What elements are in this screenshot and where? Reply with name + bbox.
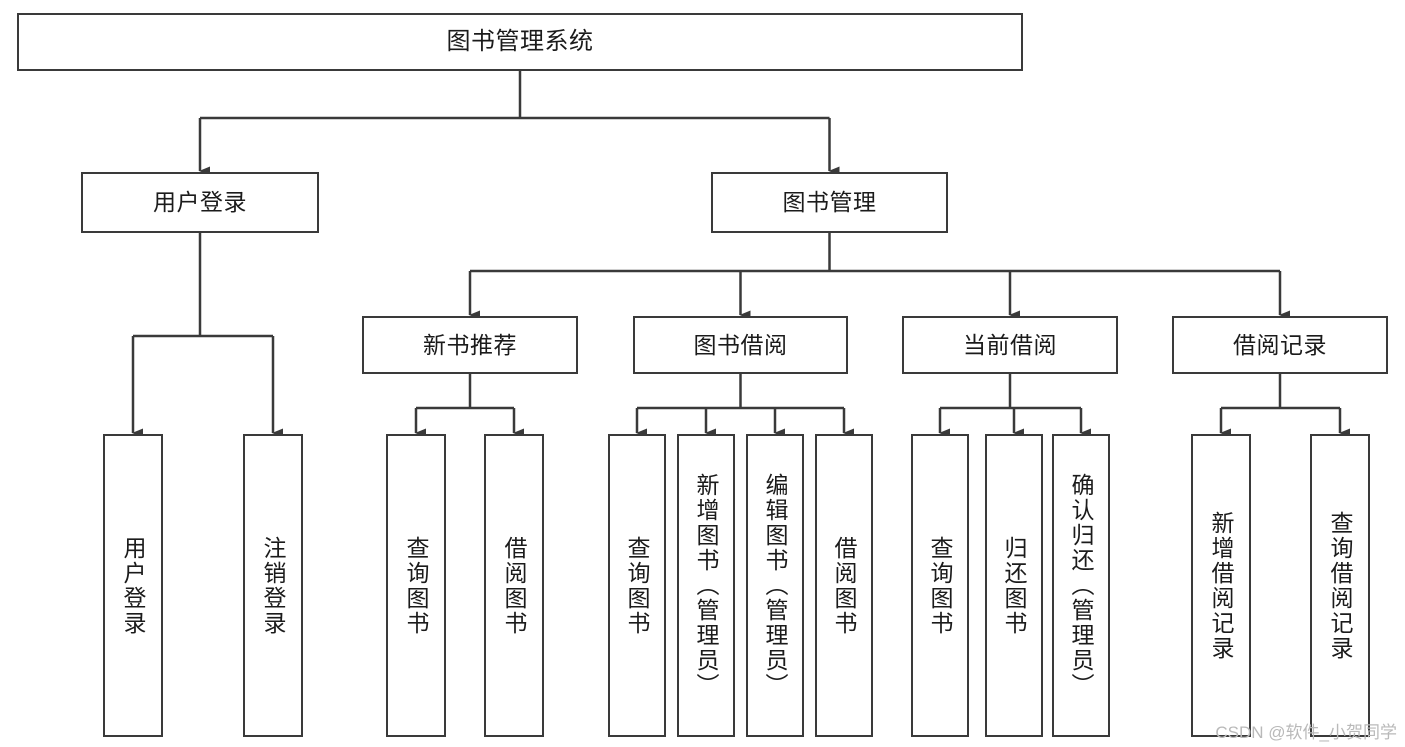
node-leaf-query-book-recommend[interactable]: 查询图书 bbox=[386, 434, 446, 737]
node-leaf-user-logout-label: 注销登录 bbox=[260, 535, 287, 636]
node-borrow-records[interactable]: 借阅记录 bbox=[1172, 316, 1388, 374]
node-leaf-borrow-book[interactable]: 借阅图书 bbox=[815, 434, 873, 737]
node-leaf-edit-book[interactable]: 编辑图书（管理员） bbox=[746, 434, 804, 737]
node-leaf-query-book-current[interactable]: 查询图书 bbox=[911, 434, 969, 737]
node-book-borrow[interactable]: 图书借阅 bbox=[633, 316, 848, 374]
node-new-book-recommend[interactable]: 新书推荐 bbox=[362, 316, 578, 374]
node-leaf-query-book-borrow-label: 查询图书 bbox=[624, 535, 651, 636]
node-book-management-label: 图书管理 bbox=[782, 189, 877, 216]
node-leaf-borrow-book-label: 借阅图书 bbox=[831, 535, 858, 636]
node-leaf-return-book-label: 归还图书 bbox=[1001, 535, 1028, 636]
node-leaf-user-logout[interactable]: 注销登录 bbox=[243, 434, 303, 737]
node-root-label: 图书管理系统 bbox=[446, 28, 594, 56]
node-leaf-user-login[interactable]: 用户登录 bbox=[103, 434, 163, 737]
node-leaf-borrow-book-recommend-label: 借阅图书 bbox=[501, 535, 528, 636]
node-leaf-add-book[interactable]: 新增图书（管理员） bbox=[677, 434, 735, 737]
node-current-borrow-label: 当前借阅 bbox=[963, 331, 1057, 358]
node-leaf-confirm-return[interactable]: 确认归还（管理员） bbox=[1052, 434, 1110, 737]
node-leaf-return-book[interactable]: 归还图书 bbox=[985, 434, 1043, 737]
node-leaf-query-book-borrow[interactable]: 查询图书 bbox=[608, 434, 666, 737]
node-user-login-label: 用户登录 bbox=[153, 189, 247, 216]
node-new-book-recommend-label: 新书推荐 bbox=[423, 331, 517, 358]
node-root[interactable]: 图书管理系统 bbox=[17, 13, 1023, 71]
node-borrow-records-label: 借阅记录 bbox=[1233, 331, 1327, 358]
node-book-borrow-label: 图书借阅 bbox=[693, 331, 788, 358]
node-leaf-query-borrow-record-label: 查询借阅记录 bbox=[1327, 510, 1354, 661]
node-leaf-add-borrow-record-label: 新增借阅记录 bbox=[1208, 510, 1235, 661]
node-leaf-add-borrow-record[interactable]: 新增借阅记录 bbox=[1191, 434, 1251, 737]
node-leaf-query-borrow-record[interactable]: 查询借阅记录 bbox=[1310, 434, 1370, 737]
node-user-login[interactable]: 用户登录 bbox=[81, 172, 319, 233]
node-leaf-confirm-return-label: 确认归还（管理员） bbox=[1068, 473, 1095, 698]
csdn-watermark: CSDN @软件_小贺同学 bbox=[1215, 723, 1397, 742]
node-book-management[interactable]: 图书管理 bbox=[711, 172, 948, 233]
node-leaf-user-login-label: 用户登录 bbox=[120, 535, 147, 636]
node-leaf-query-book-current-label: 查询图书 bbox=[927, 535, 954, 636]
node-leaf-edit-book-label: 编辑图书（管理员） bbox=[762, 473, 789, 698]
node-leaf-query-book-recommend-label: 查询图书 bbox=[403, 535, 430, 636]
node-current-borrow[interactable]: 当前借阅 bbox=[902, 316, 1118, 374]
node-leaf-borrow-book-recommend[interactable]: 借阅图书 bbox=[484, 434, 544, 737]
node-leaf-add-book-label: 新增图书（管理员） bbox=[693, 473, 720, 698]
